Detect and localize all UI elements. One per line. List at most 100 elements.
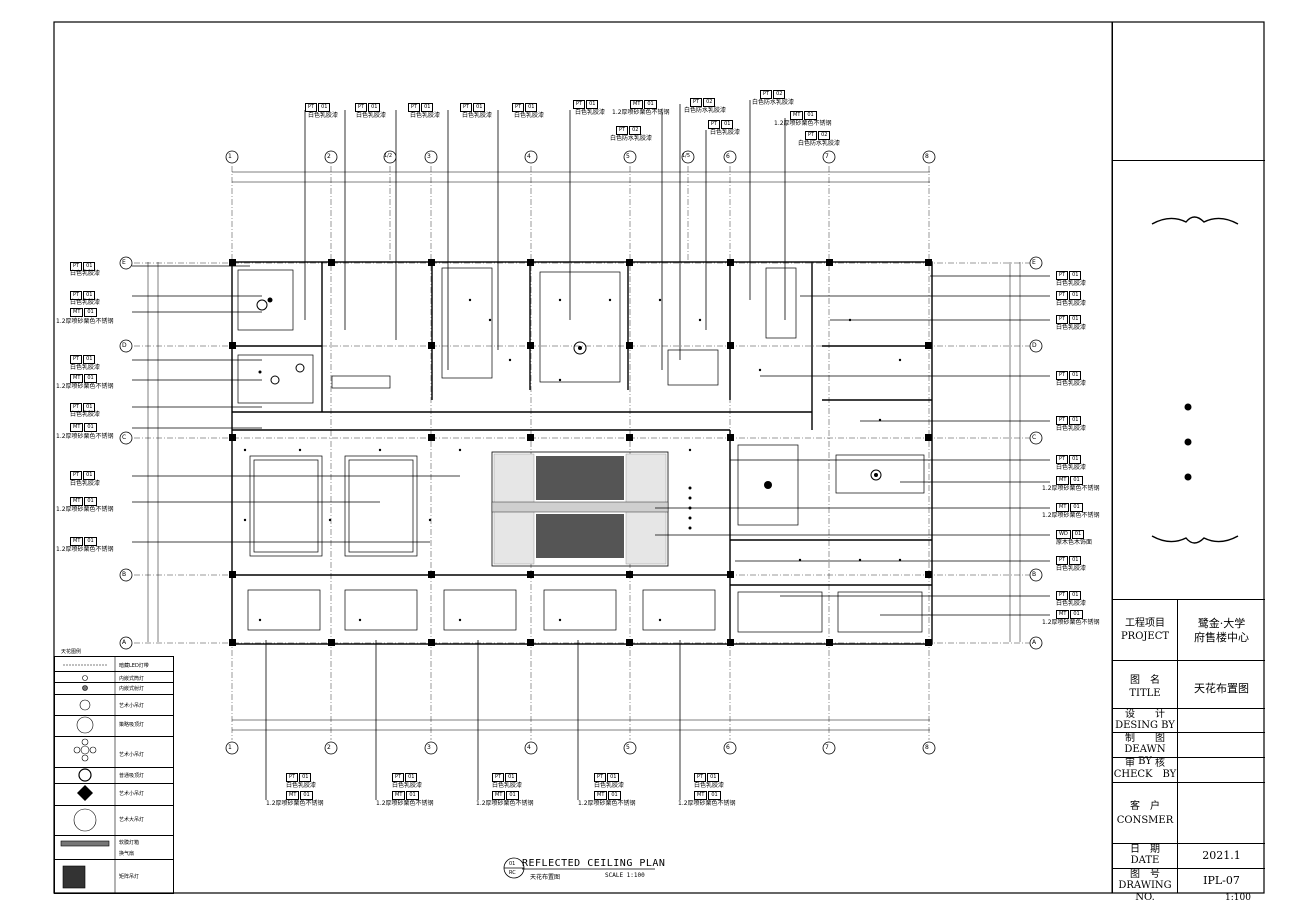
material-note: 白色乳胶漆	[594, 782, 625, 789]
material-note: 白色乳胶漆	[1056, 565, 1087, 572]
legend-item: 艺术小吊灯	[119, 752, 145, 758]
grid-bubbles	[119, 150, 1043, 755]
grid-axes	[134, 166, 1030, 740]
material-note: 白色防水乳胶漆	[752, 99, 795, 106]
client-label-en: CONSMER	[1116, 815, 1174, 826]
grid-col-label: 3	[427, 153, 431, 160]
material-note: 白色防水乳胶漆	[798, 140, 841, 147]
grid-col-label: 3	[427, 744, 431, 751]
check-label: 审 核	[1125, 758, 1165, 769]
material-note: 1.2厚喷砂栗色不锈钢	[476, 800, 534, 807]
legend-item: 换气扇	[119, 851, 135, 857]
grid-col-label: 4	[527, 153, 531, 160]
grid-col-label: 2	[327, 153, 331, 160]
plan-title-symbol	[503, 857, 655, 879]
material-note: 1.2厚喷砂栗色不锈钢	[678, 800, 736, 807]
grid-row-label: D	[1032, 342, 1037, 349]
title-block: 工程项目 PROJECT 鹭金·大学 府售楼中心 图 名 TITLE 天花布置图…	[1112, 22, 1265, 903]
ceiling-legend: 天花图例 暗藏LED灯带 内嵌式筒灯 内嵌式射灯 艺术小吊灯 策略吸顶灯 艺术小…	[54, 649, 174, 894]
legend-item: 普通吸顶灯	[119, 773, 145, 779]
grid-col-label: 1	[228, 153, 232, 160]
legend-title: 天花图例	[61, 649, 82, 655]
date-label: 日 期	[1130, 844, 1160, 855]
drawing-no-label: 图 号	[1130, 869, 1160, 880]
date-label-en: DATE	[1130, 855, 1160, 866]
design-label-en: DESING BY	[1115, 720, 1175, 731]
material-note: 白色乳胶漆	[70, 364, 101, 371]
grid-row-label: C	[1032, 434, 1037, 441]
material-note: 白色防水乳胶漆	[684, 107, 727, 114]
material-note: 白色乳胶漆	[1056, 324, 1087, 331]
plan-title-circle-top: 01	[509, 861, 516, 867]
material-note: 白色防水乳胶漆	[610, 135, 653, 142]
project-name: 府售楼中心	[1194, 631, 1249, 644]
building-outline	[231, 261, 933, 645]
material-note: 1.2厚喷砂栗色不锈钢	[1042, 512, 1100, 519]
legend-item: 内嵌式射灯	[119, 686, 145, 692]
grid-col-label: 6	[726, 744, 730, 751]
structural-columns	[229, 259, 932, 646]
grid-row-label: B	[122, 571, 127, 578]
material-note: 白色乳胶漆	[308, 112, 339, 119]
grid-row-label: A	[1032, 639, 1037, 646]
legend-symbols	[60, 657, 116, 893]
grid-col-label: 6	[726, 153, 730, 160]
plan-title: REFLECTED CEILING PLAN	[522, 858, 666, 869]
client-label: 客 户	[1130, 801, 1160, 812]
material-note: 白色乳胶漆	[70, 299, 101, 306]
material-note: 1.2厚喷砂栗色不锈钢	[56, 433, 114, 440]
material-note: 白色乳胶漆	[514, 112, 545, 119]
dimension-lines	[147, 171, 1021, 731]
design-label: 设 计	[1125, 709, 1165, 720]
material-note: 白色乳胶漆	[492, 782, 523, 789]
material-note: 白色乳胶漆	[1056, 380, 1087, 387]
grid-col-label: 5	[626, 153, 630, 160]
legend-item: 艺术小吊灯	[119, 791, 145, 797]
material-note: 1.2厚喷砂栗色不锈钢	[266, 800, 324, 807]
material-note: 白色乳胶漆	[710, 129, 741, 136]
grid-col-label: 8	[925, 744, 929, 751]
grid-row-label: D	[122, 342, 127, 349]
material-note: 白色乳胶漆	[1056, 600, 1087, 607]
legend-item: 暗藏LED灯带	[119, 663, 149, 669]
legend-item: 矩阵吊灯	[119, 874, 140, 880]
drawing-title: 天花布置图	[1194, 682, 1249, 695]
grid-col-label: 5	[626, 744, 630, 751]
grid-col-label: 2	[327, 744, 331, 751]
check-label-en: CHECK BY	[1113, 769, 1177, 780]
material-note: 1.2厚喷砂栗色不锈钢	[612, 109, 670, 116]
material-note: 白色乳胶漆	[694, 782, 725, 789]
grid-col-label: 7	[825, 744, 829, 751]
legend-item: 艺术大吊灯	[119, 817, 145, 823]
sheet-scale: 1:100	[1225, 893, 1251, 903]
grid-col-label: 4	[527, 744, 531, 751]
ornament-icon	[1151, 216, 1239, 544]
leader-lines	[132, 100, 1050, 800]
material-note: 1.2厚喷砂栗色不锈钢	[1042, 619, 1100, 626]
grid-col-label: 1/2	[384, 153, 393, 159]
grid-col-label: 1/5	[682, 153, 691, 159]
grid-col-label: 1	[228, 744, 232, 751]
drawing-no-label-en: DRAWING NO.	[1118, 880, 1172, 903]
project-name: 鹭金·大学	[1197, 617, 1246, 630]
material-note: 1.2厚喷砂栗色不锈钢	[56, 506, 114, 513]
